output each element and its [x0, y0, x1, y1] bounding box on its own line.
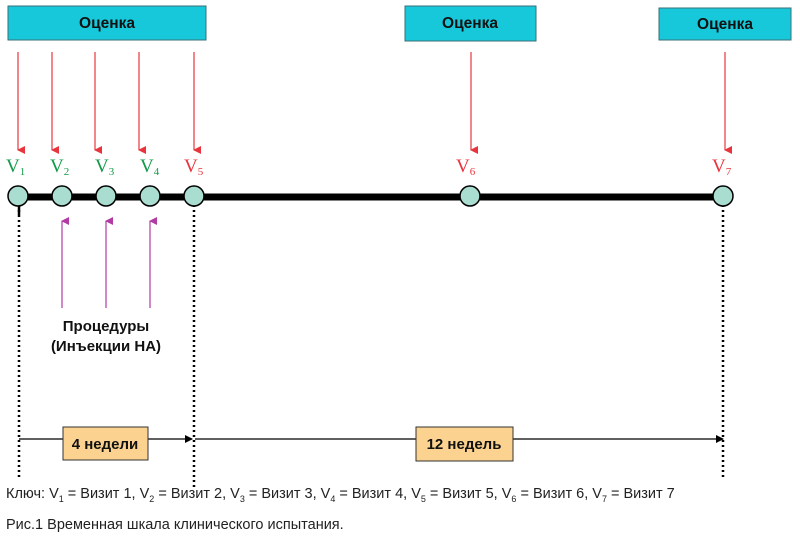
visit-labels: V1 V2 V3 V4 V5 V6 V7 [6, 156, 732, 178]
procedure-arrows [61, 217, 157, 308]
key-sep-2: , [222, 486, 231, 502]
procedures-label: Процедуры (Инъекции НА) [51, 318, 161, 355]
key-sep-1: , [131, 486, 140, 502]
assessment-box-1: Оценка [7, 5, 207, 41]
assessment-label-3: Оценка [697, 16, 753, 33]
assessment-label-1: Оценка [79, 15, 135, 32]
key-text-2: = Визит 2 [154, 486, 223, 502]
key-sym-5: V [411, 486, 421, 502]
key-sub-5: 5 [420, 493, 426, 504]
visit-label-v7: V7 [712, 156, 732, 178]
key-sub-6: 6 [511, 493, 517, 504]
visit-marker-v7 [712, 185, 734, 207]
key-text-5: = Визит 5 [425, 486, 494, 502]
assessment-box-3: Оценка [658, 7, 792, 41]
visit-marker-v6 [459, 185, 481, 207]
key-sym-2: V [139, 486, 150, 502]
visit-marker-v5 [183, 185, 205, 207]
period-label-first: 4 недели [72, 436, 139, 453]
key-text-6: = Визит 6 [516, 486, 585, 502]
period-box-first: 4 недели [62, 426, 149, 461]
key-sep-6: , [584, 486, 593, 502]
key-text-1: = Визит 1 [63, 486, 132, 502]
period-label-second: 12 недель [427, 436, 502, 453]
key-sym-1: V [49, 486, 59, 502]
procedures-line-1: Процедуры [63, 318, 150, 335]
key-text-3: = Визит 3 [244, 486, 313, 502]
key-sym-4: V [320, 486, 331, 502]
key-sub-4: 4 [330, 493, 336, 504]
visit-label-v6: V6 [456, 156, 476, 178]
visit-marker-v1 [7, 185, 29, 207]
assessment-box-2: Оценка [404, 5, 537, 42]
key-text-7: = Визит 7 [606, 486, 675, 502]
visit-label-v5: V5 [184, 156, 204, 178]
visit-markers [7, 185, 734, 207]
visit-label-v1: V1 [6, 156, 25, 178]
key-text-4: = Визит 4 [335, 486, 404, 502]
key-sym-3: V [230, 486, 240, 502]
visit-label-v3: V3 [95, 156, 115, 178]
visit-label-v2: V2 [50, 156, 69, 178]
key-sym-6: V [501, 486, 512, 502]
visit-marker-v4 [139, 185, 161, 207]
timeline-guides [17, 205, 725, 488]
key-sub-7: 7 [601, 493, 607, 504]
key-sep-5: , [493, 486, 502, 502]
key-sub-2: 2 [149, 493, 155, 504]
visit-marker-v2 [51, 185, 73, 207]
assessment-arrows [17, 52, 732, 154]
figure-caption: Рис.1 Временная шкала клинического испыт… [6, 517, 344, 533]
key-prefix: Ключ: [6, 486, 50, 502]
visit-marker-v3 [95, 185, 117, 207]
key-sub-1: 1 [58, 493, 64, 504]
key-sep-4: , [403, 486, 412, 502]
assessment-label-2: Оценка [442, 15, 498, 32]
key-sep-3: , [312, 486, 321, 502]
key-sub-3: 3 [239, 493, 245, 504]
visit-label-v4: V4 [140, 156, 160, 178]
key-sym-7: V [592, 486, 602, 502]
legend-key: Ключ: V1 = Визит 1, V2 = Визит 2, V3 = В… [6, 486, 675, 504]
period-box-second: 12 недель [415, 426, 514, 462]
procedures-line-2: (Инъекции НА) [51, 338, 161, 355]
